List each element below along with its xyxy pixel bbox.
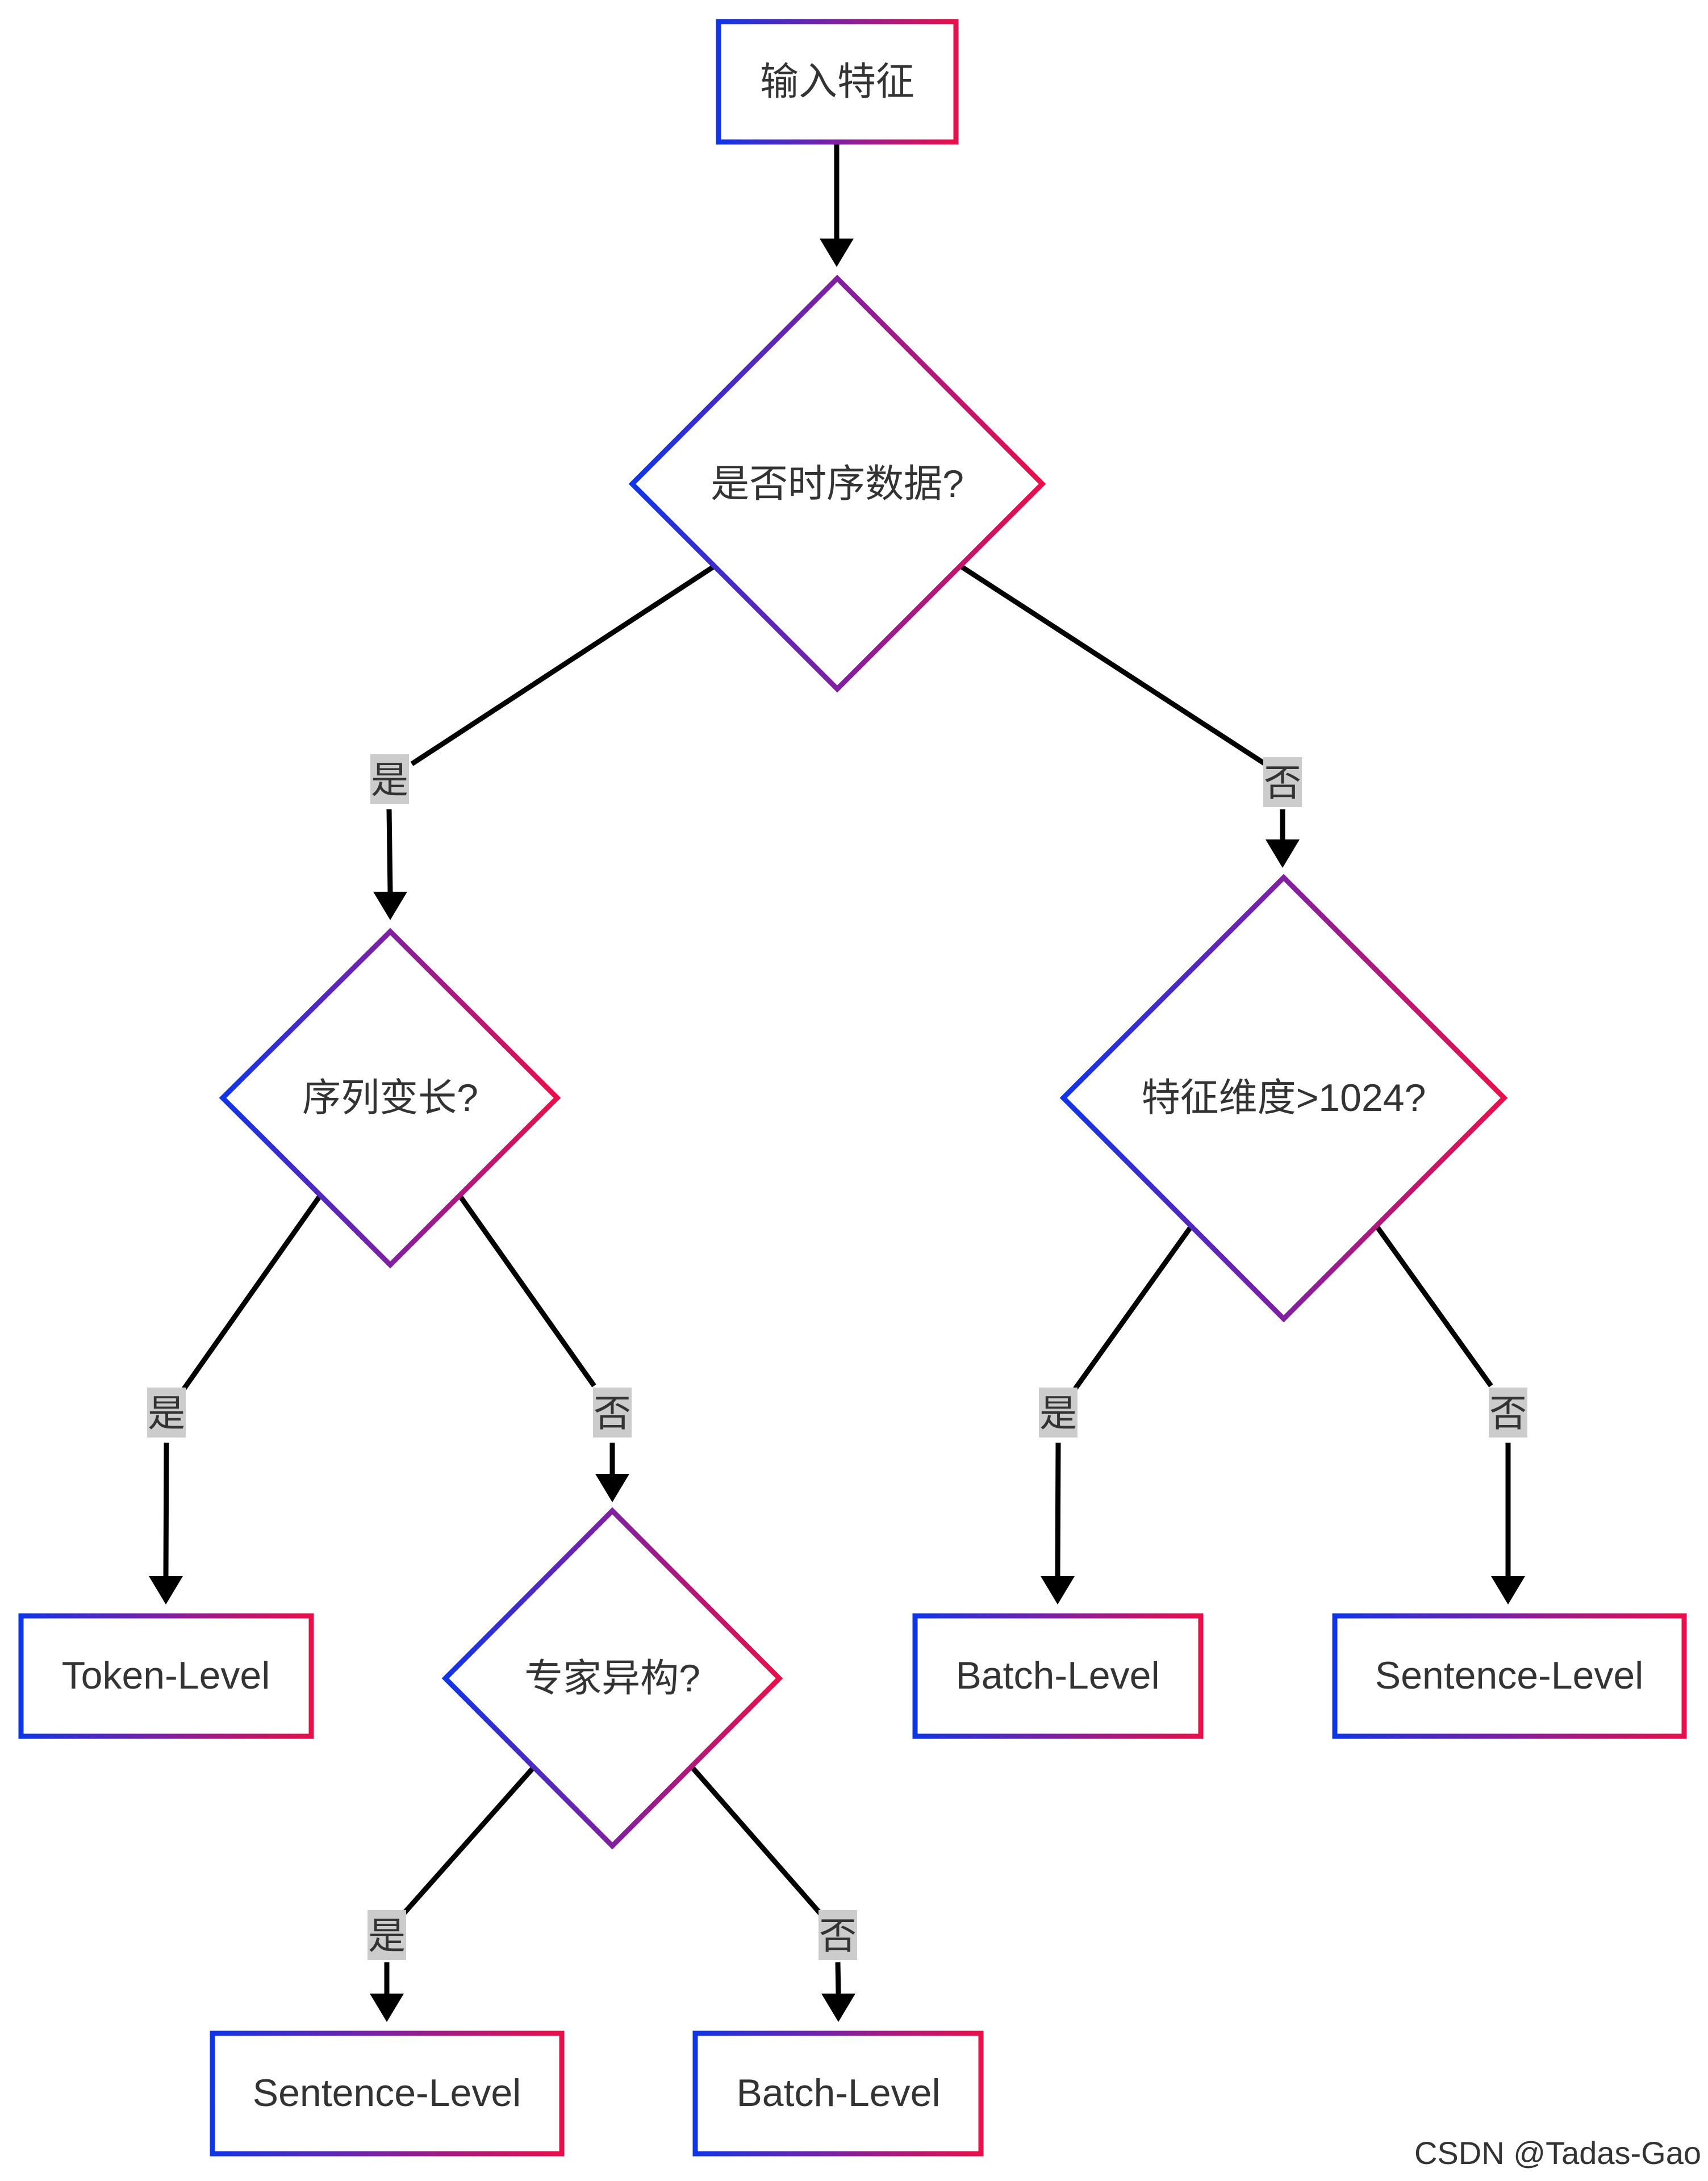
svg-text:Token-Level: Token-Level [62,1654,270,1697]
svg-text:Batch-Level: Batch-Level [955,1654,1159,1697]
edge-time-series-no [958,563,1300,868]
edge-label-no-2: 否 [593,1388,632,1438]
svg-text:Sentence-Level: Sentence-Level [253,2071,521,2115]
edge-variable-length-yes [149,1194,322,1605]
nodes: 输入特征 是否时序数据? 序列变长? 特征维度>1024? Token-Leve… [18,19,1687,2157]
edges [149,144,1525,2022]
svg-text:是否时序数据?: 是否时序数据? [711,462,964,505]
edge-labels: 是 否 是 否 是 否 是 否 [147,754,1527,1960]
svg-text:是: 是 [1039,1392,1077,1434]
node-feature-dim-decision: 特征维度>1024? [1059,874,1508,1323]
svg-text:Batch-Level: Batch-Level [736,2071,940,2115]
edge-label-yes-2: 是 [147,1388,186,1438]
edge-time-series-yes [373,563,717,920]
svg-text:是: 是 [371,759,408,801]
svg-text:特征维度>1024?: 特征维度>1024? [1142,1076,1426,1119]
svg-text:输入特征: 输入特征 [760,60,914,103]
svg-text:否: 否 [594,1392,631,1434]
svg-text:否: 否 [1489,1392,1527,1434]
edge-feature-dim-no [1374,1224,1525,1605]
edge-label-yes-1: 是 [370,754,409,804]
edge-feature-dim-yes [1041,1224,1194,1605]
svg-text:是: 是 [148,1392,185,1434]
edge-input-to-time-series [820,144,854,267]
node-variable-length-decision: 序列变长? [219,927,561,1269]
edge-variable-length-no [458,1194,629,1502]
node-input: 输入特征 [716,19,959,145]
edge-label-yes-3: 是 [1039,1388,1078,1438]
edge-heterogeneous-yes [370,1765,536,2022]
node-token-level: Token-Level [18,1613,314,1739]
node-sentence-level-1: Sentence-Level [1332,1613,1687,1739]
edge-label-no-1: 否 [1263,757,1302,807]
svg-text:序列变长?: 序列变长? [302,1076,478,1119]
node-time-series-decision: 是否时序数据? [628,274,1046,693]
svg-text:Sentence-Level: Sentence-Level [1375,1654,1644,1697]
svg-text:专家异构?: 专家异构? [524,1657,700,1700]
node-heterogeneous-decision: 专家异构? [441,1507,783,1850]
node-batch-level-1: Batch-Level [912,1613,1204,1739]
node-batch-level-2: Batch-Level [692,2030,984,2157]
watermark-text: CSDN @Tadas-Gao [1414,2135,1701,2171]
edge-label-yes-4: 是 [368,1910,406,1960]
svg-text:否: 否 [1264,762,1301,804]
svg-text:否: 否 [819,1915,857,1957]
edge-label-no-3: 否 [1489,1388,1527,1438]
edge-heterogeneous-no [690,1765,855,2022]
edge-label-no-4: 否 [818,1910,857,1960]
svg-text:是: 是 [368,1915,406,1957]
node-sentence-level-2: Sentence-Level [210,2030,565,2157]
